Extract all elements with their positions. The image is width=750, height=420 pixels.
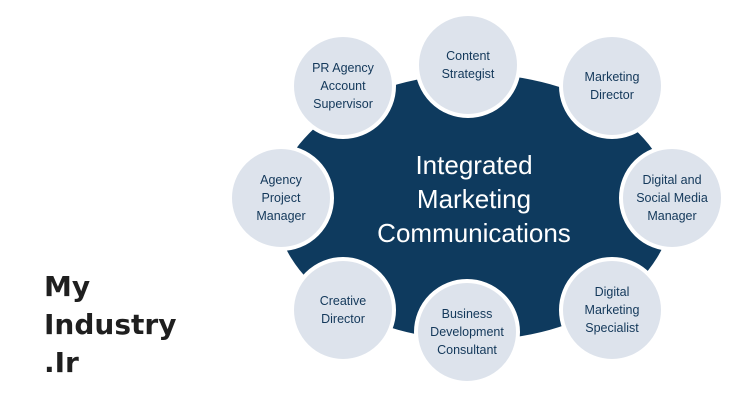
- node-label: Agency Project Manager: [256, 173, 306, 223]
- hub-title-line-3: Communications: [377, 218, 571, 248]
- hub-title-line-2: Marketing: [416, 184, 532, 214]
- node-creative-director: Creative Director: [290, 257, 396, 363]
- node-business-development-consultant: Business Development Consultant: [414, 279, 520, 385]
- node-label: Business Development Consultant: [430, 307, 504, 357]
- node-label: Content Strategist: [441, 49, 495, 81]
- brand-line-1: My: [44, 270, 91, 303]
- node-pr-agency-account-supervisor: PR Agency Account Supervisor: [290, 33, 396, 139]
- node-label: Digital Marketing Specialist: [584, 285, 640, 335]
- hub-title-line-1: Integrated: [415, 150, 533, 180]
- node-label: PR Agency Account Supervisor: [312, 61, 374, 111]
- node-marketing-director: Marketing Director: [559, 33, 665, 139]
- node-agency-project-manager: Agency Project Manager: [228, 145, 334, 251]
- node-label: Creative Director: [319, 294, 367, 326]
- node-label: Digital and Social Media Manager: [636, 173, 708, 223]
- brand-logo-text: My Industry .Ir: [44, 268, 176, 382]
- node-digital-social-media-manager: Digital and Social Media Manager: [619, 145, 725, 251]
- node-digital-marketing-specialist: Digital Marketing Specialist: [559, 257, 665, 363]
- brand-line-2: Industry: [44, 308, 177, 341]
- node-content-strategist: Content Strategist: [415, 12, 521, 118]
- hub-title: Integrated Marketing Communications: [330, 148, 618, 250]
- brand-line-3: .Ir: [44, 346, 79, 379]
- node-label: Marketing Director: [584, 70, 640, 102]
